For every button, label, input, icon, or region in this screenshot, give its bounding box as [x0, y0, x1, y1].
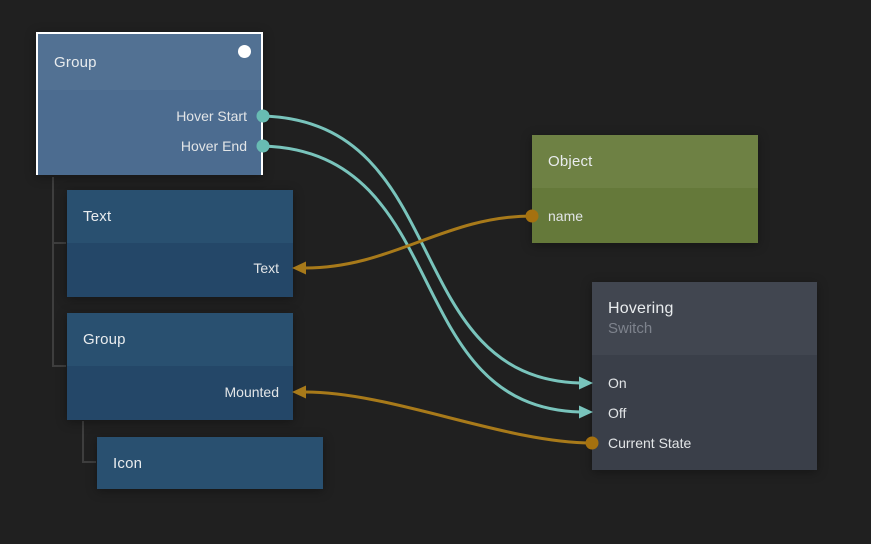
tree-line-group1-children [53, 177, 66, 366]
port-text[interactable]: Text [67, 253, 293, 283]
arrowhead-on [579, 377, 593, 390]
port-label: Hover Start [176, 108, 247, 124]
port-label: Mounted [225, 384, 279, 400]
node-body: Text [67, 243, 293, 297]
node-header[interactable]: Group [67, 313, 293, 366]
node-header[interactable]: Hovering Switch [592, 282, 817, 355]
port-off[interactable]: Off [592, 398, 817, 428]
node-title: Group [54, 54, 97, 71]
port-current-state[interactable]: Current State [592, 428, 817, 458]
port-name[interactable]: name [532, 201, 758, 231]
node-subtitle: Switch [608, 319, 652, 339]
arrowhead-mounted [292, 386, 306, 399]
port-on[interactable]: On [592, 368, 817, 398]
arrowhead-off [579, 406, 593, 419]
port-hover-end[interactable]: Hover End [38, 131, 261, 161]
node-title: Text [83, 208, 111, 225]
port-label: Current State [608, 435, 691, 451]
node-group-selected[interactable]: Group Hover Start Hover End [36, 32, 263, 175]
node-hovering-switch[interactable]: Hovering Switch On Off Current State [592, 282, 817, 470]
node-header[interactable]: Group [38, 34, 261, 90]
node-title: Object [548, 153, 593, 170]
node-body: Hover Start Hover End [38, 90, 261, 175]
node-body: On Off Current State [592, 355, 817, 470]
tree-line-to-icon [83, 421, 96, 462]
arrowhead-text [292, 262, 306, 275]
port-label: Off [608, 405, 626, 421]
status-dot-icon [238, 45, 251, 58]
port-label: Text [253, 260, 279, 276]
port-mounted[interactable]: Mounted [67, 377, 293, 407]
node-body: name [532, 188, 758, 243]
wire-name-to-text[interactable] [305, 216, 532, 268]
port-label: On [608, 375, 627, 391]
node-body: Mounted [67, 366, 293, 420]
node-text[interactable]: Text Text [67, 190, 293, 297]
node-header[interactable]: Object [532, 135, 758, 188]
port-hover-start[interactable]: Hover Start [38, 101, 261, 131]
node-title: Hovering [608, 298, 674, 319]
node-header[interactable]: Text [67, 190, 293, 243]
port-label: Hover End [181, 138, 247, 154]
wire-currentstate-to-mounted[interactable] [305, 392, 592, 443]
node-header[interactable]: Icon [97, 437, 323, 489]
node-title: Group [83, 331, 126, 348]
node-title: Icon [113, 455, 142, 472]
node-group-child[interactable]: Group Mounted [67, 313, 293, 420]
port-label: name [548, 208, 583, 224]
node-icon[interactable]: Icon [97, 437, 323, 489]
node-object[interactable]: Object name [532, 135, 758, 243]
